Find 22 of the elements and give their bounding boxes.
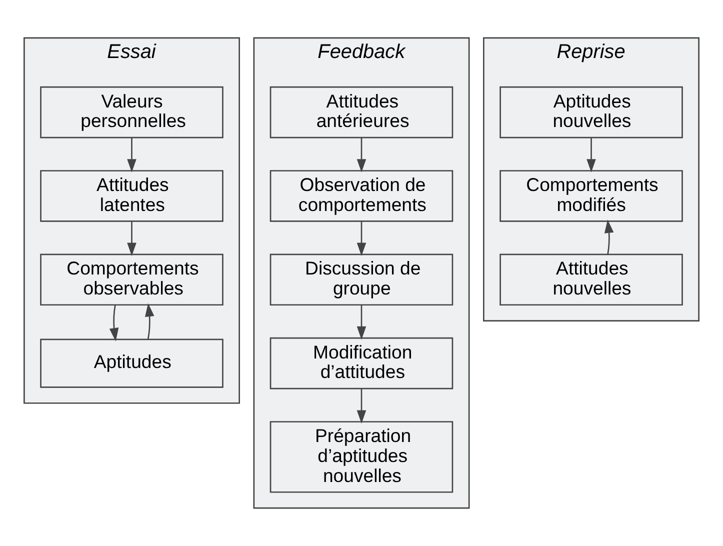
node-box: Comportements modifiés — [500, 170, 683, 222]
arrow — [356, 389, 366, 424]
node-box: Attitudes latentes — [40, 170, 224, 222]
arrow — [109, 305, 119, 342]
arrow — [356, 222, 366, 256]
node-box: Aptitudes — [40, 338, 224, 388]
arrow — [127, 138, 136, 172]
node-box: Observation de comportements — [270, 170, 454, 222]
arrow — [144, 303, 154, 340]
arrow — [356, 305, 366, 340]
arrow — [604, 220, 614, 254]
node-box: Valeurs personnelles — [40, 86, 224, 138]
node-box: Préparation d’aptitudes nouvelles — [270, 421, 454, 493]
node-box: Attitudes antérieures — [270, 86, 454, 138]
arrow — [127, 222, 136, 256]
node-box: Discussion de groupe — [270, 254, 454, 306]
arrow — [356, 138, 366, 172]
node-box: Modification d’attitudes — [270, 337, 454, 390]
node-box: Aptitudes nouvelles — [500, 86, 683, 138]
node-box: Attitudes nouvelles — [500, 254, 683, 306]
arrow — [586, 138, 596, 172]
node-box: Comportements observables — [40, 254, 224, 306]
